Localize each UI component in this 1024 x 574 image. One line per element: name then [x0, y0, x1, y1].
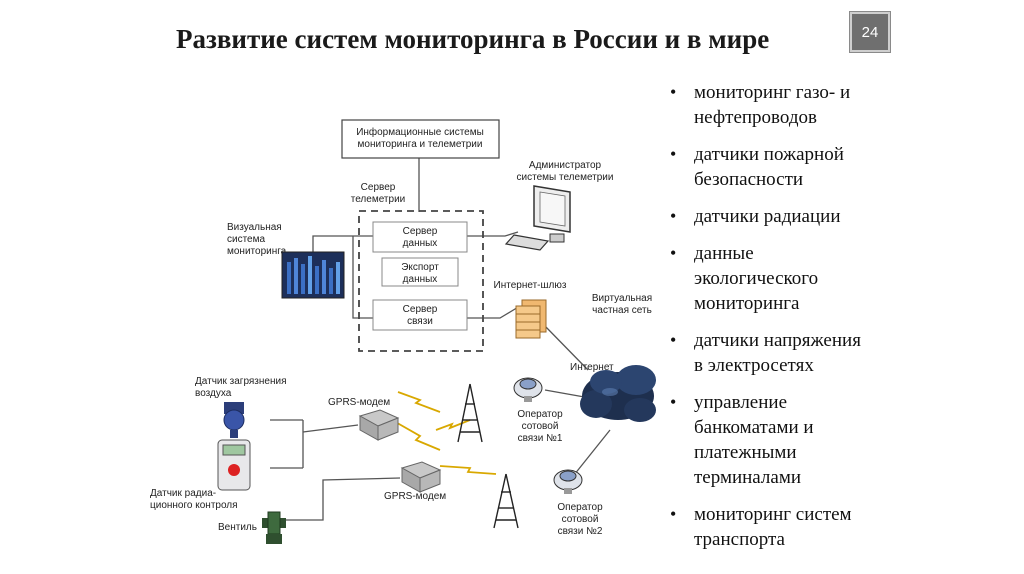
monitoring-screen-icon — [281, 251, 345, 299]
comm-server-label: Сервер — [403, 304, 438, 315]
telemetry-server-label: телеметрии — [351, 194, 406, 205]
satellite-dish-icon — [553, 469, 583, 494]
info-systems-label: мониторинга и телеметрии — [358, 139, 483, 150]
data-server-label: данных — [403, 238, 438, 249]
satellite-dish-icon — [513, 377, 543, 402]
data-server-box — [372, 221, 468, 253]
bullet-item: датчики радиации — [668, 204, 1018, 229]
comm-server-box — [372, 299, 468, 331]
visual-system-label: система — [227, 234, 265, 245]
valve-icon — [262, 511, 286, 544]
comm-server-label: связи — [407, 316, 433, 327]
bullet-item: мониторинг газо- и нефтепроводов — [668, 80, 1018, 130]
bullet-list: мониторинг газо- и нефтепроводов датчики… — [668, 80, 1018, 564]
modem-icon — [400, 461, 442, 493]
vpn-label: Виртуальная — [592, 293, 652, 304]
vpn-label: частная сеть — [592, 305, 652, 316]
gprs-modem-label: GPRS-модем — [384, 491, 446, 502]
gprs-modem-label: GPRS-модем — [328, 397, 390, 408]
operator-2-label: связи №2 — [558, 526, 603, 537]
wireless-link-icons — [391, 391, 497, 475]
internet-label: Интернет — [570, 362, 614, 373]
valve-label: Вентиль — [218, 522, 257, 533]
radiation-meter-icon — [217, 439, 251, 491]
antenna-tower-icon — [457, 383, 483, 443]
info-systems-box — [341, 119, 500, 159]
modem-icon — [358, 409, 400, 441]
air-sensor-label: воздуха — [195, 388, 232, 399]
telemetry-server-boundary — [358, 210, 484, 352]
administrator-label: Администратор — [529, 160, 602, 171]
data-server-label: Сервер — [403, 226, 438, 237]
slide-title: Развитие систем мониторинга в России и в… — [176, 24, 770, 54]
operator-2-label: Оператор — [557, 502, 603, 513]
administrator-label: системы телеметрии — [517, 172, 614, 183]
air-sensor-label: Датчик загрязнения — [195, 376, 287, 387]
telemetry-server-label: Сервер — [361, 182, 396, 193]
radiation-sensor-label: ционного контроля — [150, 500, 238, 511]
operator-2-label: сотовой — [562, 514, 599, 525]
firewall-icon — [515, 299, 547, 339]
operator-1-label: Оператор — [517, 409, 563, 420]
data-export-label: данных — [403, 274, 438, 285]
antenna-tower-icon — [493, 473, 519, 529]
computer-icon — [504, 185, 571, 251]
operator-1-label: сотовой — [522, 421, 559, 432]
visual-system-label: мониторинга — [227, 246, 287, 257]
data-export-box — [381, 257, 459, 287]
sensor-icon — [223, 402, 245, 438]
operator-1-label: связи №1 — [518, 433, 563, 444]
data-export-label: Экспорт — [401, 262, 439, 273]
internet-gateway-label: Интернет-шлюз — [494, 280, 567, 291]
info-systems-label: Информационные системы — [356, 126, 484, 138]
cloud-icon — [580, 365, 656, 422]
radiation-sensor-label: Датчик радиа- — [150, 488, 216, 499]
page-number-badge: 24 — [850, 12, 890, 52]
visual-system-label: Визуальная — [227, 222, 282, 233]
